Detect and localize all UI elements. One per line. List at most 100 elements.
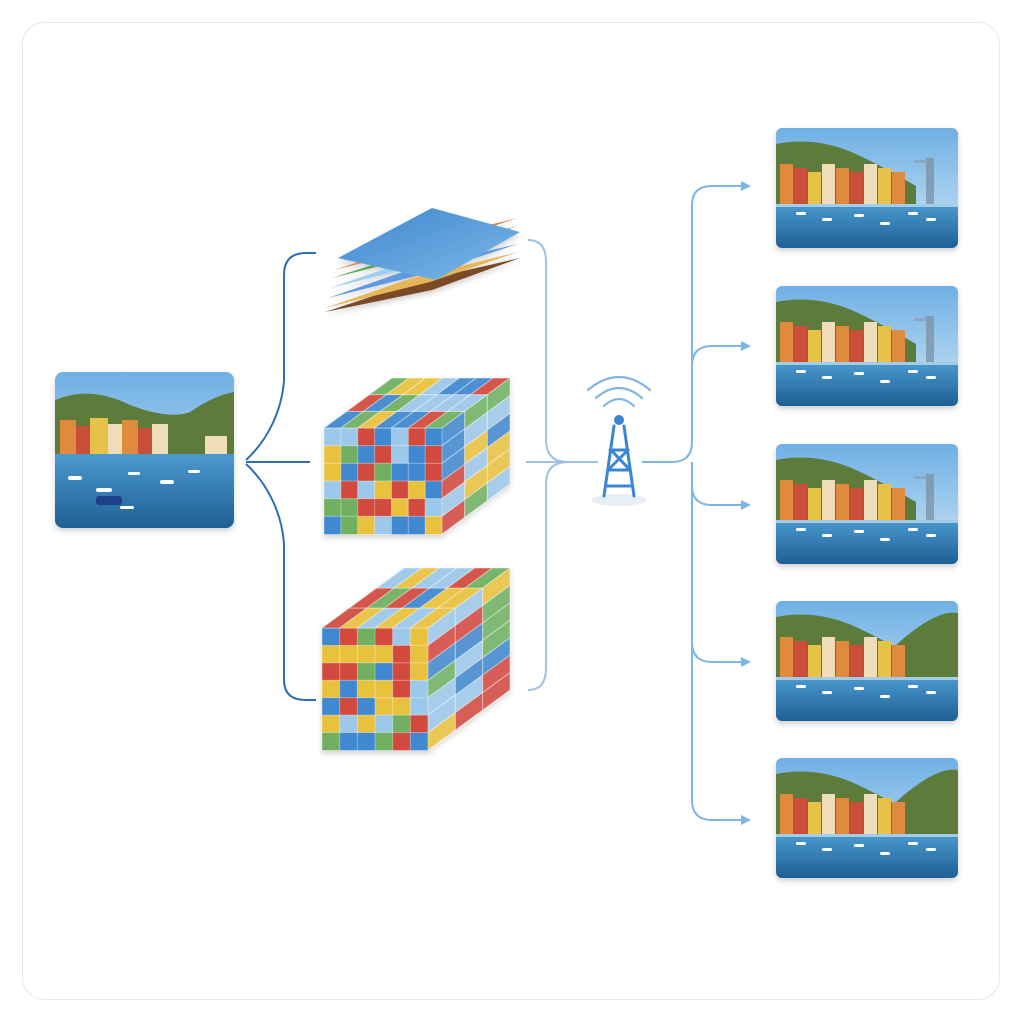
block-cell (340, 515, 359, 535)
block-cell (409, 627, 430, 647)
block-cell (323, 480, 342, 500)
block-cell (323, 515, 342, 535)
block-cell (407, 427, 427, 447)
block-cell (356, 644, 377, 664)
block-cell (323, 445, 342, 465)
block-cell (321, 627, 341, 647)
block-cell (407, 480, 427, 500)
block-cell (321, 662, 341, 682)
block-volume-uneven-icon (320, 567, 512, 751)
block-cell (424, 445, 443, 465)
block-cell (392, 697, 412, 717)
block-cell (390, 515, 410, 535)
block-cell (374, 662, 394, 682)
block-cell (357, 515, 376, 535)
block-cell (390, 427, 410, 447)
block-cell (357, 462, 376, 483)
block-cell (390, 445, 410, 465)
block-cell (321, 644, 341, 664)
block-cell (424, 480, 443, 500)
block-cell (409, 679, 430, 699)
block-cell (357, 480, 376, 500)
block-cell (357, 445, 376, 465)
block-cell (340, 427, 359, 447)
block-cell (340, 480, 359, 500)
block-cell (356, 732, 377, 751)
block-cell (390, 480, 410, 500)
encoders-to-tower-connector (526, 239, 598, 691)
block-cell (374, 427, 393, 447)
block-cell (339, 679, 359, 699)
block-cell (482, 671, 511, 711)
block-cell (409, 732, 430, 751)
block-cell (356, 714, 377, 734)
block-cell (374, 679, 394, 699)
broadcast-tower-icon (586, 376, 652, 506)
block-cell (339, 697, 359, 717)
block-cell (374, 697, 394, 717)
block-cell (340, 462, 359, 483)
block-cell (392, 679, 412, 699)
block-cell (392, 662, 412, 682)
block-cell (374, 445, 393, 465)
block-cell (392, 714, 412, 734)
block-cell (356, 679, 377, 699)
tower-to-outputs-connector (642, 181, 751, 825)
block-cell (321, 714, 341, 734)
block-cell (374, 480, 393, 500)
block-cell (407, 462, 427, 483)
source-image (55, 372, 234, 528)
block-cell (407, 445, 427, 465)
block-cell (390, 462, 410, 483)
block-cell (407, 498, 427, 518)
block-cell (323, 498, 342, 518)
block-cell (339, 714, 359, 734)
block-cell (374, 498, 393, 518)
block-cell (357, 498, 376, 518)
block-cell (323, 427, 342, 447)
block-cell (392, 732, 412, 751)
output-image (776, 286, 958, 406)
block-cell (392, 644, 412, 664)
block-cell (374, 644, 394, 664)
block-cell (392, 627, 412, 647)
block-cell (409, 644, 430, 664)
output-image (776, 128, 958, 248)
block-cell (374, 627, 394, 647)
block-cell (409, 662, 430, 682)
block-cell (340, 498, 359, 518)
block-cell (321, 732, 341, 751)
block-cell (321, 697, 341, 717)
block-cell (356, 627, 377, 647)
block-cell (407, 515, 427, 535)
output-images (776, 128, 958, 878)
block-cell (486, 465, 511, 502)
block-cell (374, 732, 394, 751)
block-cell (374, 515, 393, 535)
block-cell (424, 498, 443, 518)
block-cell (323, 462, 342, 483)
block-cell (409, 697, 430, 717)
block-cell (357, 427, 376, 447)
block-cell (356, 697, 377, 717)
block-cell (321, 679, 341, 699)
block-cell (374, 462, 393, 483)
output-image (776, 758, 958, 878)
source-to-encoders-connector (245, 252, 316, 701)
block-cell (374, 714, 394, 734)
block-cell (424, 462, 443, 483)
stacked-layers-icon (325, 208, 520, 312)
output-image (776, 601, 958, 721)
block-cell (356, 662, 377, 682)
block-cell (339, 662, 359, 682)
block-cell (340, 445, 359, 465)
block-cell (339, 732, 359, 751)
block-cell (339, 627, 359, 647)
block-cell (409, 714, 430, 734)
block-cell (424, 515, 443, 535)
block-cell (424, 427, 443, 447)
block-cell (390, 498, 410, 518)
block-cell (339, 644, 359, 664)
output-image (776, 444, 958, 564)
